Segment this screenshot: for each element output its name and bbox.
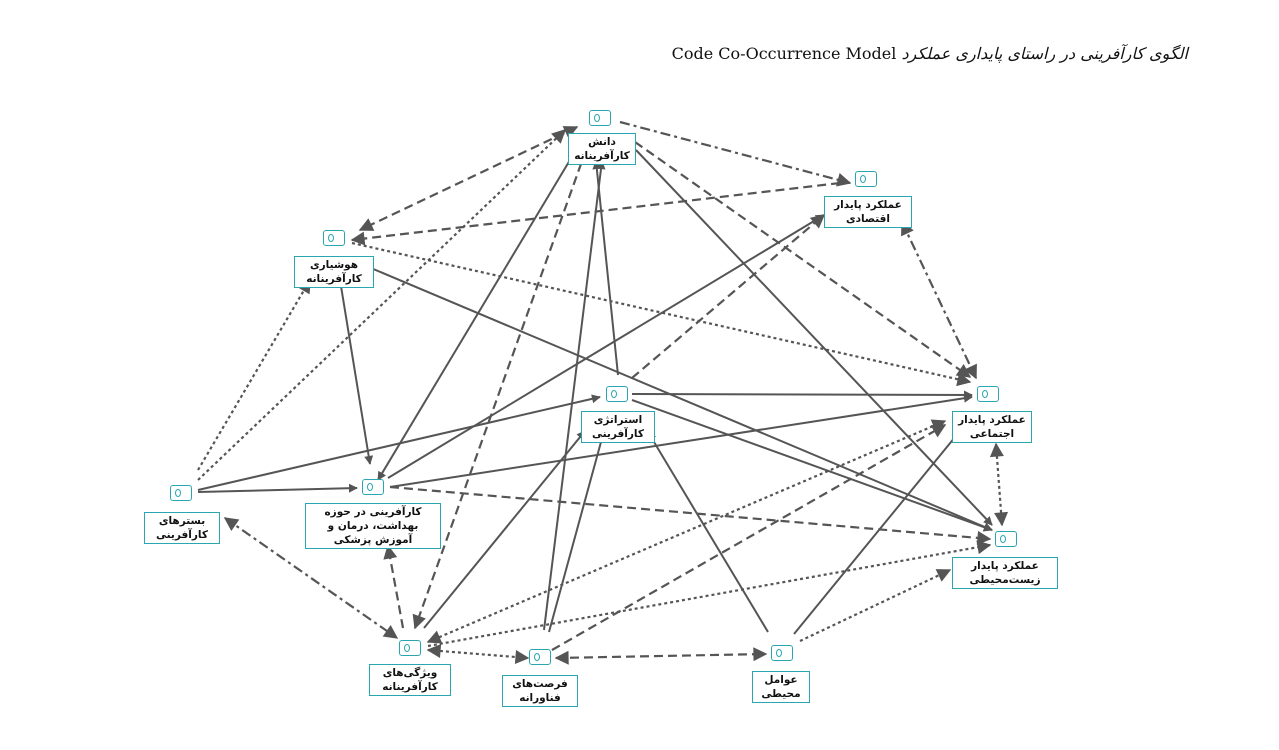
- code-icon[interactable]: [771, 645, 793, 661]
- diagram-title: Code Co-Occurrence Model الگوی کارآفرینی…: [600, 44, 1188, 63]
- edge-knowledge-to-alertness: [358, 126, 579, 231]
- edge-knowledge-to-environmental: [635, 149, 993, 526]
- edge-platforms-to-alertness: [197, 278, 311, 471]
- edge-strategy-to-environmental: [631, 399, 993, 532]
- edges-layer: [197, 120, 1009, 665]
- edge-strategy-to-knowledge: [592, 160, 619, 376]
- code-icon[interactable]: [399, 640, 421, 656]
- edge-alertness-to-health: [339, 279, 374, 465]
- node-label-alertness[interactable]: هوشیاری کارآفرینانه: [294, 256, 374, 288]
- edge-characteristics-to-social: [426, 419, 947, 644]
- node-label-economic[interactable]: عملکرد پایدار اقتصادی: [824, 196, 912, 228]
- edge-economic-to-social: [901, 220, 977, 380]
- code-icon[interactable]: [170, 485, 192, 501]
- edge-envfactors-to-environmental: [799, 569, 952, 642]
- edge-knowledge-to-economic: [619, 120, 852, 187]
- edge-envfactors-to-strategy: [647, 431, 769, 633]
- code-icon[interactable]: [589, 110, 611, 126]
- title-persian: الگوی کارآفرینی در راستای پایداری عملکرد: [901, 44, 1188, 63]
- edge-platforms-to-strategy: [197, 394, 601, 491]
- edge-characteristics-to-health: [383, 544, 405, 629]
- node-label-strategy[interactable]: استراتژی کارآفرینی: [581, 411, 655, 443]
- code-icon[interactable]: [977, 386, 999, 402]
- edge-tech-to-knowledge: [543, 160, 606, 631]
- edge-envfactors-to-social: [793, 430, 961, 635]
- edge-knowledge-to-health: [377, 149, 577, 481]
- node-label-social[interactable]: عملکرد پایدار اجتماعی: [952, 411, 1032, 443]
- edge-strategy-to-economic: [631, 214, 826, 379]
- edge-characteristics-to-tech: [426, 644, 530, 664]
- node-label-platforms[interactable]: بسترهای کارآفرینی: [144, 512, 220, 544]
- edge-platforms-to-characteristics: [223, 517, 399, 639]
- title-english: Code Co-Occurrence Model: [671, 44, 897, 63]
- edge-health-to-social: [389, 393, 973, 488]
- edge-characteristics-to-environmental: [427, 540, 992, 648]
- node-label-knowledge[interactable]: دانش کارآفرینانه: [568, 133, 636, 165]
- edge-tech-to-envfactors: [554, 647, 768, 665]
- node-label-characteristics[interactable]: ویژگی‌های کارآفرینانه: [369, 664, 451, 696]
- code-icon[interactable]: [323, 230, 345, 246]
- edge-tech-to-strategy: [548, 430, 607, 633]
- code-icon[interactable]: [362, 479, 384, 495]
- node-label-health[interactable]: کارآفرینی در حوزه بهداشت، درمان و آموزش …: [305, 503, 441, 549]
- code-icon[interactable]: [606, 386, 628, 402]
- edge-knowledge-to-social: [634, 141, 972, 378]
- node-label-tech[interactable]: فرصت‌های فناورانه: [502, 675, 578, 707]
- node-label-environmental[interactable]: عملکرد پایدار زیست‌محیطی: [952, 557, 1058, 589]
- edge-platforms-to-health: [197, 483, 358, 493]
- edge-tech-to-social: [551, 424, 947, 651]
- edge-social-to-environmental: [989, 442, 1009, 527]
- edge-strategy-to-social: [631, 390, 973, 400]
- edge-platforms-to-knowledge: [197, 129, 567, 481]
- code-icon[interactable]: [529, 649, 551, 665]
- edge-characteristics-to-strategy: [423, 430, 586, 629]
- code-icon[interactable]: [995, 531, 1017, 547]
- node-label-envfactors[interactable]: عوامل محیطی: [752, 671, 810, 703]
- code-icon[interactable]: [855, 171, 877, 187]
